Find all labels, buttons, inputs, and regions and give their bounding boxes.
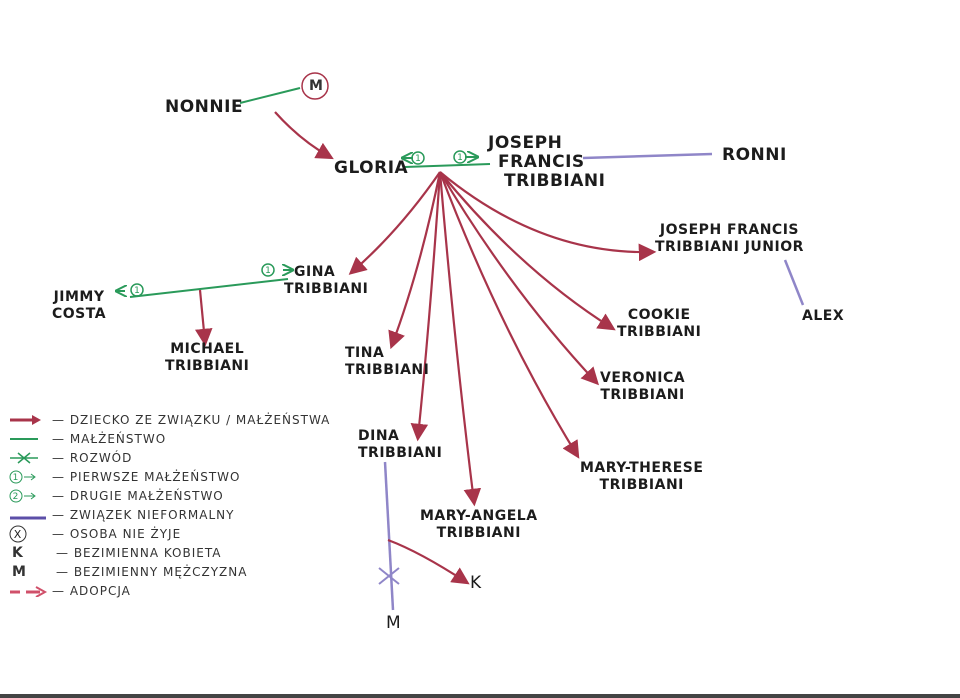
legend-item-unnamed-woman: K — BEZIMIENNA KOBIETA <box>8 543 330 562</box>
child-arrow-mary-angela <box>438 171 482 507</box>
name-line: VERONICA <box>600 370 686 386</box>
child-arrow-michael <box>194 289 213 347</box>
legend-label: — DRUGIE MAŁŻEŃSTWO <box>52 488 224 503</box>
name-line: MARY-ANGELA <box>420 508 538 524</box>
child-arrow-dina <box>410 171 442 442</box>
legend-item-marriage: — MAŁŻEŃSTWO <box>8 429 330 448</box>
child-arrow-joseph-jr <box>439 171 657 262</box>
dashed-red-arrow-icon <box>8 585 48 597</box>
green-cross-icon <box>8 451 48 465</box>
person-alex: ALEX <box>802 308 845 324</box>
name-line: TRIBBIANI <box>284 281 369 297</box>
red-arrow-icon <box>8 414 48 426</box>
circle-1-arrow-icon: 1 <box>8 469 48 485</box>
legend-mark: 2 <box>13 492 20 502</box>
legend-item-divorce: — ROZWÓD <box>8 448 330 467</box>
person-gloria: GLORIA <box>334 158 409 178</box>
legend: — DZIECKO ZE ZWIĄZKU / MAŁŻEŃSTWA — MAŁŻ… <box>8 410 330 600</box>
informal-line-dina-m <box>383 461 395 611</box>
informal-line-joseph-ronni <box>582 152 713 160</box>
name-line: JIMMY <box>53 289 105 305</box>
legend-item-unnamed-man: M — BEZIMIENNY MĘŻCZYZNA <box>8 562 330 581</box>
marriage-line-jimmy-gina <box>129 278 289 298</box>
person-mary-angela: MARY-ANGELA TRIBBIANI <box>420 508 538 542</box>
svg-text:1: 1 <box>415 154 421 164</box>
child-arrow-veronica <box>439 171 600 386</box>
child-arrow-k <box>387 538 470 585</box>
purple-line-icon <box>8 508 48 522</box>
name-line: TRIBBIANI <box>165 358 250 374</box>
legend-label: — ZWIĄZEK NIEFORMALNY <box>52 507 235 522</box>
svg-text:1: 1 <box>134 286 140 296</box>
name-line: MICHAEL <box>170 341 245 357</box>
marriage-line-gloria-joseph <box>404 163 491 168</box>
person-mary-therese: MARY-THERESE TRIBBIANI <box>580 460 703 494</box>
legend-label: — BEZIMIENNY MĘŻCZYZNA <box>56 564 248 579</box>
legend-mark: 1 <box>13 473 20 483</box>
name-line: TRIBBIANI <box>358 445 443 461</box>
child-arrow-mary-therese <box>438 171 580 459</box>
legend-label: — OSOBA NIE ŻYJE <box>52 526 182 541</box>
person-unnamed-man-bottom: M <box>386 613 402 633</box>
legend-label: — BEZIMIENNA KOBIETA <box>56 545 222 560</box>
informal-line-jr-alex <box>783 259 805 306</box>
legend-label: — ADOPCJA <box>52 583 131 598</box>
svg-text:1: 1 <box>265 266 271 276</box>
name-line: GINA <box>294 264 336 280</box>
name-line: COOKIE <box>627 307 691 323</box>
person-veronica: VERONICA TRIBBIANI <box>600 370 685 404</box>
name-line: COSTA <box>52 306 107 322</box>
child-arrow-cookie <box>439 171 616 331</box>
child-arrow-gloria <box>274 111 334 160</box>
scan-edge <box>0 694 960 698</box>
legend-label: — PIERWSZE MAŁŻEŃSTWO <box>52 469 241 484</box>
name-line: FRANCIS <box>498 152 585 172</box>
name-line: MARY-THERESE <box>580 460 704 476</box>
legend-mark: X <box>14 528 23 541</box>
child-arrow-gina <box>348 171 441 275</box>
legend-item-deceased: X — OSOBA NIE ŻYJE <box>8 524 330 543</box>
legend-item-first-marriage: 1 — PIERWSZE MAŁŻEŃSTWO <box>8 467 330 486</box>
name-line: TRIBBIANI <box>436 525 521 541</box>
person-joseph-jr: JOSEPH FRANCIS TRIBBIANI JUNIOR <box>655 222 804 256</box>
legend-label: — ROZWÓD <box>52 450 133 465</box>
deceased-marker-m <box>301 72 329 100</box>
legend-item-adoption: — ADOPCJA <box>8 581 330 600</box>
person-unnamed-woman: K <box>470 573 482 593</box>
name-line: DINA <box>358 428 400 444</box>
person-tina: TINA TRIBBIANI <box>345 345 429 379</box>
person-nonnie: NONNIE <box>165 97 244 117</box>
marriage-line-nonnie-m <box>239 87 301 104</box>
name-line: JOSEPH <box>488 133 563 153</box>
legend-item-child: — DZIECKO ZE ZWIĄZKU / MAŁŻEŃSTWA <box>8 410 330 429</box>
legend-label: — MAŁŻEŃSTWO <box>52 431 167 446</box>
name-line: TRIBBIANI <box>345 362 430 378</box>
green-line-icon <box>8 433 48 445</box>
person-dina: DINA TRIBBIANI <box>358 428 442 462</box>
legend-item-second-marriage: 2 — DRUGIE MAŁŻEŃSTWO <box>8 486 330 505</box>
person-jimmy: JIMMY COSTA <box>52 289 106 323</box>
legend-item-informal: — ZWIĄZEK NIEFORMALNY <box>8 505 330 524</box>
person-gina: GINA TRIBBIANI <box>284 264 368 298</box>
person-michael: MICHAEL TRIBBIANI <box>165 341 249 375</box>
name-line: TRIBBIANI <box>617 324 702 340</box>
letter-m-icon: M <box>12 563 27 580</box>
circle-x-icon: X <box>8 525 48 543</box>
name-line: TRIBBIANI JUNIOR <box>655 239 804 255</box>
legend-label: — DZIECKO ZE ZWIĄZKU / MAŁŻEŃSTWA <box>52 412 331 427</box>
svg-text:1: 1 <box>457 153 463 163</box>
person-unnamed-man-top: M <box>309 78 324 94</box>
name-line: TINA <box>345 345 385 361</box>
letter-k-icon: K <box>12 544 24 561</box>
person-ronni: RONNI <box>722 145 787 165</box>
person-joseph: JOSEPH FRANCIS TRIBBIANI <box>488 134 605 191</box>
circle-2-arrow-icon: 2 <box>8 488 48 504</box>
person-cookie: COOKIE TRIBBIANI <box>617 307 701 341</box>
child-arrow-tina <box>388 171 442 350</box>
name-line: TRIBBIANI <box>600 387 685 403</box>
name-line: TRIBBIANI <box>504 171 606 191</box>
name-line: JOSEPH FRANCIS <box>659 222 799 238</box>
name-line: TRIBBIANI <box>599 477 684 493</box>
